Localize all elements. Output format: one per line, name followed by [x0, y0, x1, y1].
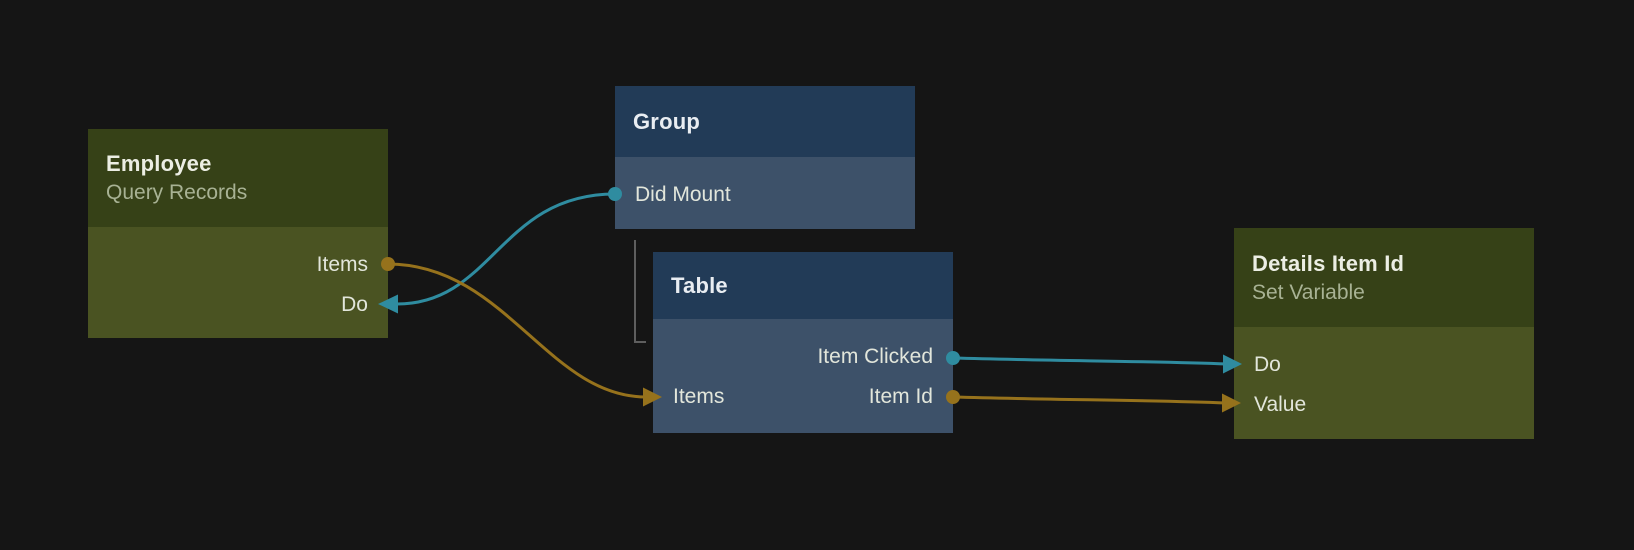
wire-itemclicked-to-do[interactable]	[946, 351, 1242, 374]
node-title: Group	[633, 109, 700, 134]
port-dot-item-clicked[interactable]	[946, 351, 960, 365]
port-dot-did-mount[interactable]	[608, 187, 622, 201]
node-details-body: Do Value	[1234, 327, 1534, 439]
node-employee[interactable]: Employee Query Records Items Do	[88, 129, 388, 338]
port-dot-items-out[interactable]	[381, 257, 395, 271]
port-dot-item-id[interactable]	[946, 390, 960, 404]
port-row-do: Do	[1234, 344, 1534, 384]
port-label-items-in: Items	[673, 384, 725, 408]
node-table-body: Item Clicked Items Item Id	[653, 319, 953, 433]
node-title: Table	[671, 273, 728, 298]
port-row-items: Items	[88, 244, 388, 284]
wire-items-to-items[interactable]	[381, 257, 662, 407]
wire-path	[951, 395, 1228, 405]
port-row-did-mount: Did Mount	[615, 174, 915, 214]
wire-path	[395, 192, 617, 306]
port-row-value: Value	[1234, 384, 1534, 424]
node-details-item-id[interactable]: Details Item Id Set Variable Do Value	[1234, 228, 1534, 439]
node-table-header: Table	[653, 252, 953, 319]
node-employee-header: Employee Query Records	[88, 129, 388, 227]
node-title: Details Item Id	[1252, 250, 1405, 276]
node-table[interactable]: Table Item Clicked Items Item Id	[653, 252, 953, 433]
port-row-item-clicked: Item Clicked	[653, 336, 953, 376]
node-group-body: Did Mount	[615, 157, 915, 229]
port-label-did-mount: Did Mount	[635, 182, 731, 206]
wire-path	[951, 356, 1229, 366]
port-label-item-id: Item Id	[868, 384, 933, 408]
arrowhead-icon	[643, 387, 662, 407]
wire-itemid-to-value[interactable]	[946, 390, 1241, 413]
port-label-do-in: Do	[1254, 352, 1281, 376]
node-subtitle: Query Records	[106, 181, 248, 204]
arrowhead-icon	[378, 294, 398, 314]
node-group-header: Group	[615, 86, 915, 157]
arrowhead-icon	[1223, 354, 1242, 374]
wire-didmount-to-do[interactable]	[378, 187, 622, 314]
arrowhead-icon	[1222, 393, 1241, 413]
wire-path	[386, 262, 648, 399]
node-title: Employee	[106, 151, 212, 176]
node-details-header: Details Item Id Set Variable	[1234, 228, 1534, 327]
node-employee-body: Items Do	[88, 227, 388, 338]
port-label-item-clicked: Item Clicked	[817, 344, 933, 368]
group-table-nesting-line	[634, 240, 646, 343]
port-row-do: Do	[88, 284, 388, 324]
port-label-do-in: Do	[341, 292, 368, 316]
port-label-value-in: Value	[1254, 392, 1307, 416]
node-subtitle: Set Variable	[1252, 280, 1365, 304]
node-group[interactable]: Group Did Mount	[615, 86, 915, 229]
port-label-items-out: Items	[316, 252, 368, 276]
port-row-items-itemid: Items Item Id	[653, 376, 953, 416]
